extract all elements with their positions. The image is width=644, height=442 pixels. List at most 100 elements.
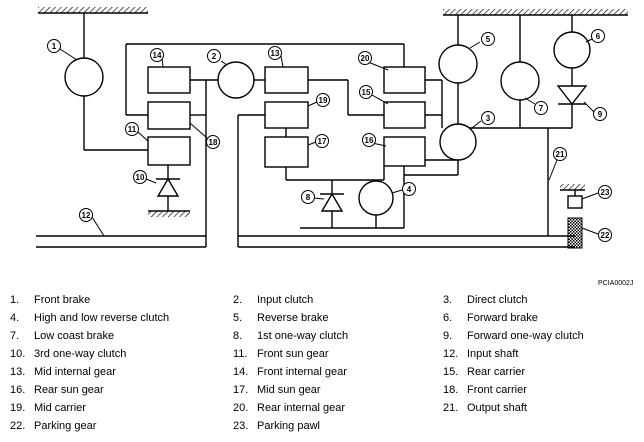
legend-item: 3. Direct clutch	[443, 294, 528, 306]
legend-number: 21.	[443, 402, 459, 414]
legend-number: 23.	[233, 420, 249, 432]
legend-item: 22. Parking gear	[10, 420, 96, 432]
legend-label: Output shaft	[467, 402, 527, 414]
legend-number: 22.	[10, 420, 26, 432]
callout-number: 16	[365, 136, 374, 145]
callout-number: 8	[306, 193, 311, 202]
callout-number: 18	[209, 138, 218, 147]
parking-pawl-symbol	[567, 195, 583, 209]
legend-number: 2.	[233, 294, 243, 306]
callout-number: 7	[539, 104, 544, 113]
legend-label: High and low reverse clutch	[34, 312, 170, 324]
rear-sun-gear-box	[383, 136, 426, 167]
legend-item: 10. 3rd one-way clutch	[10, 348, 126, 360]
rear-internal-gear-box	[383, 66, 426, 94]
legend-item: 5.Reverse brake	[233, 312, 329, 324]
callout-number: 12	[82, 211, 91, 220]
callout-17: 17	[315, 134, 329, 148]
callout-12: 12	[79, 208, 93, 222]
callout-7: 7	[534, 101, 548, 115]
legend-number: 18.	[443, 384, 459, 396]
mid-sun-gear-box	[264, 136, 309, 168]
front-internal-gear-box	[147, 66, 191, 94]
legend-number: 12.	[443, 348, 459, 360]
component-legend: 1.Front brake 2. Input clutch 3. Direct clut…	[0, 292, 644, 442]
callout-number: 11	[128, 125, 137, 134]
legend-item: 9. Forward one-way clutch	[443, 330, 584, 342]
front-carrier-box	[147, 101, 191, 130]
legend-number: 20.	[233, 402, 249, 414]
callout-number: 6	[596, 32, 601, 41]
callout-1: 1	[47, 39, 61, 53]
legend-label: Input clutch	[257, 294, 314, 306]
legend-label: 1st one-way clutch	[257, 330, 349, 342]
legend-label: Parking gear	[34, 420, 97, 432]
forward-brake-symbol	[553, 31, 591, 69]
legend-number: 13.	[10, 366, 26, 378]
callout-23: 23	[598, 185, 612, 199]
legend-label: Rear sun gear	[34, 384, 104, 396]
legend-label: Direct clutch	[467, 294, 528, 306]
callout-number: 17	[318, 137, 327, 146]
legend-item: 6. Forward brake	[443, 312, 538, 324]
diagram-lines	[36, 13, 576, 248]
legend-number: 3.	[443, 294, 453, 306]
legend-item: 20. Rear internal gear	[233, 402, 345, 414]
callout-number: 9	[598, 110, 603, 119]
legend-item: 11. Front sun gear	[233, 348, 329, 360]
callout-number: 19	[319, 96, 328, 105]
legend-number: 8.	[233, 330, 243, 342]
legend-item: 14. Front internal gear	[233, 366, 347, 378]
legend-label: Forward brake	[467, 312, 538, 324]
callout-number: 15	[362, 88, 371, 97]
legend-label: Rear internal gear	[257, 402, 346, 414]
legend-label: Rear carrier	[467, 366, 526, 378]
legend-item: 4. High and low reverse clutch	[10, 312, 169, 324]
callout-11: 11	[125, 122, 139, 136]
callout-number: 14	[153, 51, 162, 60]
legend-label: Input shaft	[467, 348, 519, 360]
legend-item: 23. Parking pawl	[233, 420, 320, 432]
legend-number: 19.	[10, 402, 26, 414]
high-low-reverse-clutch-symbol	[358, 180, 394, 216]
legend-label: 3rd one-way clutch	[34, 348, 127, 360]
input-clutch-symbol	[217, 61, 255, 99]
callout-number: 2	[212, 52, 217, 61]
callout-number: 21	[556, 150, 565, 159]
callout-2: 2	[207, 49, 221, 63]
legend-label: Front sun gear	[257, 348, 329, 360]
callout-3: 3	[481, 111, 495, 125]
legend-item: 2. Input clutch	[233, 294, 313, 306]
legend-number: 6.	[443, 312, 453, 324]
legend-item: 8. 1st one-way clutch	[233, 330, 348, 342]
legend-number: 10.	[10, 348, 26, 360]
legend-label: Forward one-way clutch	[467, 330, 584, 342]
parking-gear-symbol	[567, 217, 583, 249]
first-one-way-clutch-symbol	[320, 192, 344, 212]
legend-item: 7.Low coast brake	[10, 330, 114, 342]
legend-label: Reverse brake	[257, 312, 329, 324]
mid-internal-gear-box	[264, 66, 309, 94]
legend-label: Parking pawl	[257, 420, 320, 432]
third-one-way-clutch-symbol	[156, 177, 180, 197]
case-ground	[38, 7, 628, 217]
legend-number: 9.	[443, 330, 453, 342]
callout-21: 21	[553, 147, 567, 161]
callout-4: 4	[402, 182, 416, 196]
callout-number: 3	[486, 114, 491, 123]
low-coast-brake-symbol	[500, 61, 540, 101]
legend-label: Mid internal gear	[34, 366, 116, 378]
forward-one-way-clutch-symbol	[556, 85, 588, 106]
callout-15: 15	[359, 85, 373, 99]
callout-8: 8	[301, 190, 315, 204]
legend-number: 14.	[233, 366, 249, 378]
callout-number: 23	[601, 188, 610, 197]
legend-number: 11.	[233, 348, 248, 360]
legend-item: 1.Front brake	[10, 294, 90, 306]
legend-label: Front internal gear	[257, 366, 347, 378]
legend-number: 4.	[10, 312, 20, 324]
legend-number: 16.	[10, 384, 26, 396]
legend-label: Mid sun gear	[257, 384, 321, 396]
front-sun-gear-box	[147, 136, 191, 166]
